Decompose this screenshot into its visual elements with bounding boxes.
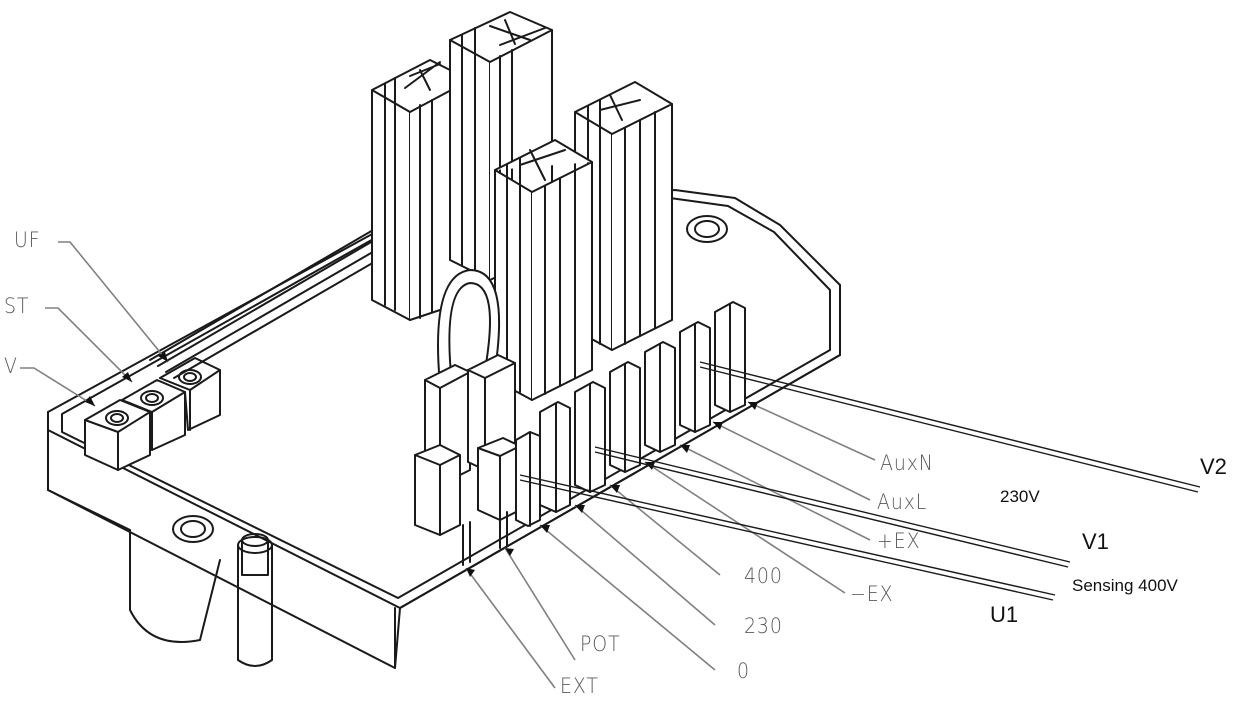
label-plus-ex: +EX [877,529,921,553]
leader-lines [20,241,876,689]
connector-loop [414,269,521,566]
label-400: 400 [744,564,783,588]
label-v1: V1 [1082,529,1109,554]
label-0: 0 [737,659,750,683]
label-230v: 230V [1000,487,1040,506]
label-v: V [4,354,18,378]
label-auxl: AuxL [877,490,928,514]
label-pot: POT [580,632,621,656]
leader-arrowheads [85,352,758,577]
label-st: ST [4,294,30,318]
label-230: 230 [744,614,783,638]
label-minus-ex: −EX [850,582,894,606]
label-uf: UF [14,228,41,252]
label-sensing-400v: Sensing 400V [1072,576,1178,595]
label-auxn: AuxN [880,451,934,475]
label-v2: V2 [1200,454,1227,479]
trimpots [84,357,221,471]
label-ext: EXT [560,674,599,698]
sensing-wires [519,361,1201,601]
heatsink [371,11,673,401]
label-u1: U1 [990,602,1019,627]
spade-terminals [515,301,746,527]
